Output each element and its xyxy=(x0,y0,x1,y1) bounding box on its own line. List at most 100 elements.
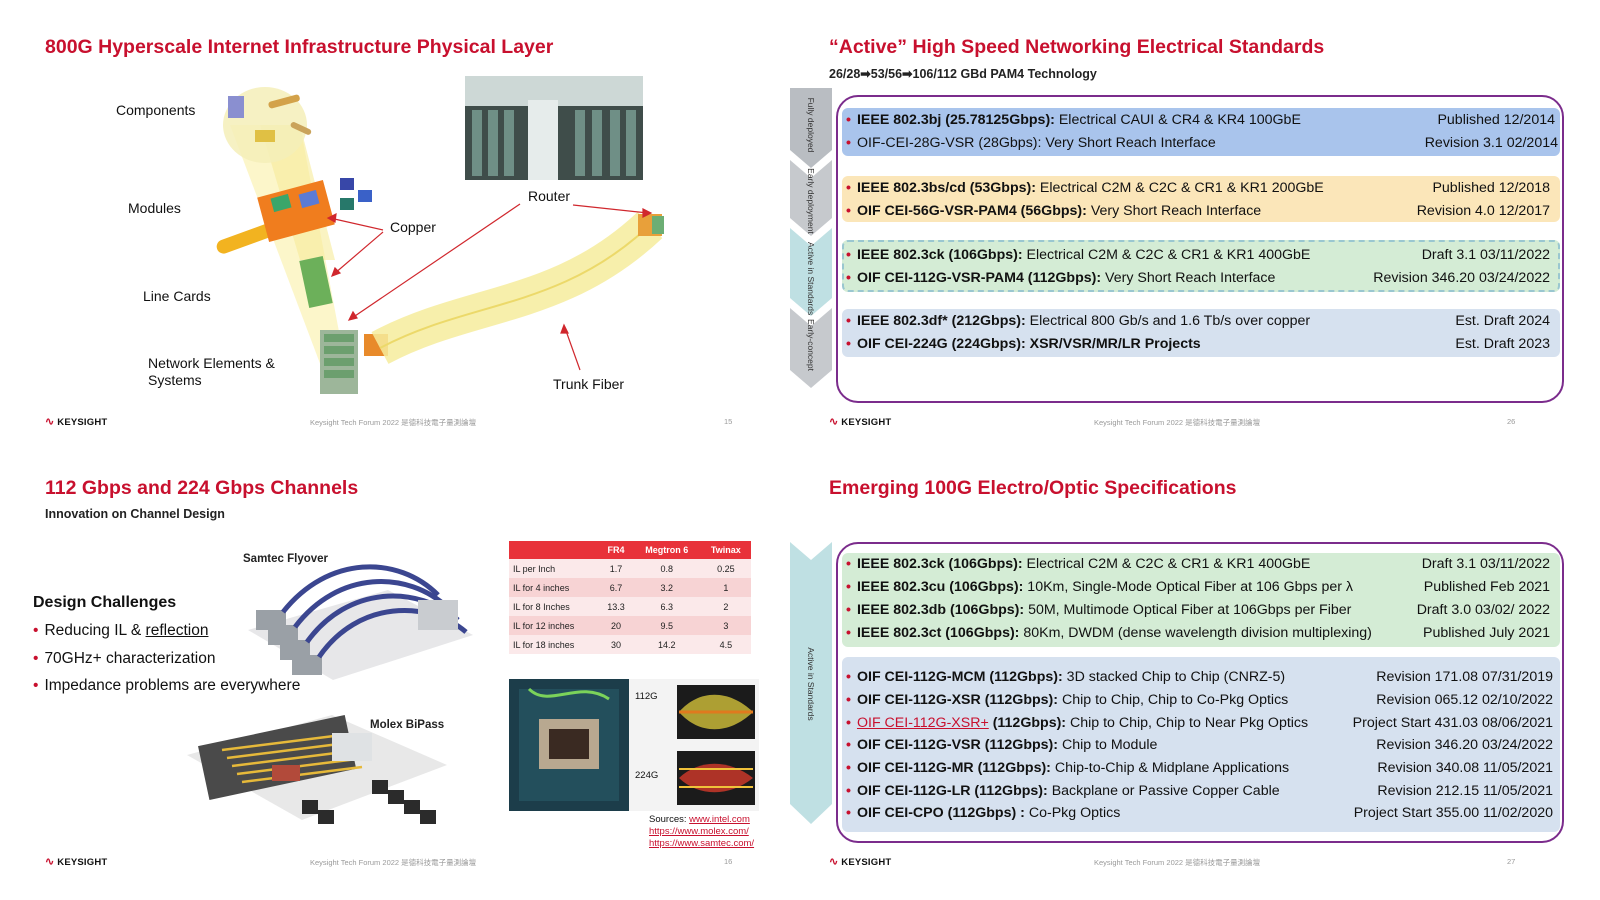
footer-event: Keysight Tech Forum 2022 是德科技電子量測論壇 xyxy=(1094,858,1261,867)
phase-fully-deployed: Fully deployed xyxy=(806,97,816,153)
std-status: Published 12/2014 xyxy=(1437,112,1555,128)
std-status: Revision 4.0 12/2017 xyxy=(1416,203,1550,219)
std-row: •OIF-CEI-28G-VSR (28Gbps): Very Short Re… xyxy=(846,135,1216,151)
band-active xyxy=(842,240,1560,292)
spec-row: •OIF CEI-112G-XSR+ (112Gbps): Chip to Ch… xyxy=(846,715,1309,731)
xsr-plus-link[interactable]: OIF CEI-112G-XSR+ xyxy=(856,715,989,731)
challenge-item: •Impedance problems are everywhere xyxy=(33,677,301,694)
challenge-item: •70GHz+ characterization xyxy=(33,650,216,667)
spec-row: •OIF CEI-112G-MCM (112Gbps): 3D stacked … xyxy=(846,669,1286,685)
band-ieee xyxy=(842,553,1560,647)
band-fully-deployed xyxy=(842,108,1560,156)
eye-label-224g: 224G xyxy=(635,770,659,781)
samtec-flyover-image xyxy=(248,564,473,680)
slide-infrastructure: 800G Hyperscale Internet Infrastructure … xyxy=(0,0,790,440)
spec-row: •OIF CEI-112G-LR (112Gbps): Backplane or… xyxy=(846,783,1280,799)
spec-status: Project Start 431.03 08/06/2021 xyxy=(1352,715,1553,731)
std-status: Published 12/2018 xyxy=(1432,180,1550,196)
spec-status: Revision 346.20 03/24/2022 xyxy=(1376,737,1553,753)
spec-row: •IEEE 802.3db (106Gbps): 50M, Multimode … xyxy=(846,602,1352,618)
band-early-concept xyxy=(842,309,1560,357)
keysight-logo: ∿ KEYSIGHT xyxy=(45,416,108,428)
spec-row: •IEEE 802.3ck (106Gbps): Electrical C2M … xyxy=(846,556,1311,572)
table-header-row: FR4 Megtron 6 Twinax xyxy=(509,541,751,559)
spec-status: Revision 212.15 11/05/2021 xyxy=(1377,783,1553,799)
label-trunk-fiber: Trunk Fiber xyxy=(553,376,625,392)
spec-status: Revision 340.08 11/05/2021 xyxy=(1377,760,1553,776)
sources: Sources: www.intel.com https://www.molex… xyxy=(649,814,755,849)
phase-early-deployment: Early deployment xyxy=(806,168,816,234)
phase-active-in-standards: Active in Standards xyxy=(806,647,816,721)
page-number: 15 xyxy=(724,417,733,426)
molex-bipass-image xyxy=(187,714,447,824)
spec-status: Published July 2021 xyxy=(1423,625,1550,641)
footer-event: Keysight Tech Forum 2022 是德科技電子量測論壇 xyxy=(310,418,477,427)
source-link-molex[interactable]: https://www.molex.com/ xyxy=(649,826,749,837)
std-status: Revision 346.20 03/24/2022 xyxy=(1373,270,1550,286)
keysight-logo: ∿ KEYSIGHT xyxy=(829,416,892,428)
label-network-elements: Network Elements & Systems xyxy=(148,355,275,388)
std-row: •OIF CEI-112G-VSR-PAM4 (112Gbps): Very S… xyxy=(846,270,1276,286)
infrastructure-diagram xyxy=(216,76,664,394)
slide-title: Emerging 100G Electro/Optic Specificatio… xyxy=(829,477,1237,499)
std-row: •IEEE 802.3bs/cd (53Gbps): Electrical C2… xyxy=(846,180,1324,196)
source-link-intel[interactable]: www.intel.com xyxy=(689,814,750,825)
standards-frame xyxy=(836,95,1564,403)
table-header: FR4 xyxy=(599,541,633,559)
slide-electrical-standards: “Active” High Speed Networking Electrica… xyxy=(790,0,1580,440)
band-oif xyxy=(842,657,1560,832)
table-header: Twinax xyxy=(700,541,751,559)
molex-label: Molex BiPass xyxy=(370,719,445,731)
slide-channels: 112 Gbps and 224 Gbps Channels Innovatio… xyxy=(0,445,790,885)
slide-title: 800G Hyperscale Internet Infrastructure … xyxy=(45,36,554,58)
label-copper: Copper xyxy=(390,219,436,235)
spec-row: •OIF CEI-112G-VSR (112Gbps): Chip to Mod… xyxy=(846,737,1158,753)
slide-subtitle: Innovation on Channel Design xyxy=(45,507,225,521)
slide-title: 112 Gbps and 224 Gbps Channels xyxy=(45,477,359,499)
slide-subtitle: 26/28➡53/56➡106/112 GBd PAM4 Technology xyxy=(829,67,1097,81)
label-router: Router xyxy=(528,188,571,204)
std-row: •OIF CEI-56G-VSR-PAM4 (56Gbps): Very Sho… xyxy=(846,203,1262,219)
phase-chevrons xyxy=(790,88,832,388)
phase-chevron xyxy=(790,542,832,824)
slide-electro-optic-specs: Emerging 100G Electro/Optic Specificatio… xyxy=(790,445,1580,885)
table-header: Megtron 6 xyxy=(632,541,701,559)
spec-row: •OIF CEI-112G-XSR (112Gbps): Chip to Chi… xyxy=(846,692,1289,708)
page-number: 27 xyxy=(1507,857,1516,866)
keysight-logo: ∿ KEYSIGHT xyxy=(45,856,108,868)
std-row: •IEEE 802.3bj (25.78125Gbps): Electrical… xyxy=(846,112,1301,128)
page-number: 26 xyxy=(1507,417,1516,426)
std-row: •IEEE 802.3df* (212Gbps): Electrical 800… xyxy=(846,313,1311,329)
std-status: Draft 3.1 03/11/2022 xyxy=(1421,247,1550,263)
spec-status: Revision 171.08 07/31/2019 xyxy=(1376,669,1553,685)
source-link-samtec[interactable]: https://www.samtec.com/ xyxy=(649,838,755,849)
std-status: Revision 3.1 02/2014 xyxy=(1424,135,1558,151)
band-early-deployment xyxy=(842,176,1560,222)
reflection-link[interactable]: reflection xyxy=(145,622,209,639)
samtec-label: Samtec Flyover xyxy=(243,553,329,565)
spec-row: •OIF CEI-112G-MR (112Gbps): Chip-to-Chip… xyxy=(846,760,1290,776)
page-number: 16 xyxy=(724,857,733,866)
spec-row: •OIF CEI-CPO (112Gbps) : Co-Pkg Optics xyxy=(846,805,1121,821)
challenges-heading: Design Challenges xyxy=(33,594,177,611)
std-status: Est. Draft 2023 xyxy=(1455,336,1550,352)
std-row: •OIF CEI-224G (224Gbps): XSR/VSR/MR/LR P… xyxy=(846,336,1201,352)
spec-status: Project Start 355.00 11/02/2020 xyxy=(1353,805,1553,821)
table-header xyxy=(509,541,599,559)
label-components: Components xyxy=(116,102,196,118)
label-modules: Modules xyxy=(128,200,181,216)
phase-early-concept: Early-concept xyxy=(806,319,816,371)
specs-frame xyxy=(836,542,1564,843)
footer-event: Keysight Tech Forum 2022 是德科技電子量測論壇 xyxy=(1094,418,1261,427)
spec-status: Published Feb 2021 xyxy=(1423,579,1550,595)
chip-and-eye-diagrams xyxy=(509,679,759,811)
eye-label-112g: 112G xyxy=(635,691,658,702)
label-line-cards: Line Cards xyxy=(143,288,211,304)
challenge-item: •Reducing IL & reflection xyxy=(33,622,209,639)
std-status: Est. Draft 2024 xyxy=(1455,313,1550,329)
